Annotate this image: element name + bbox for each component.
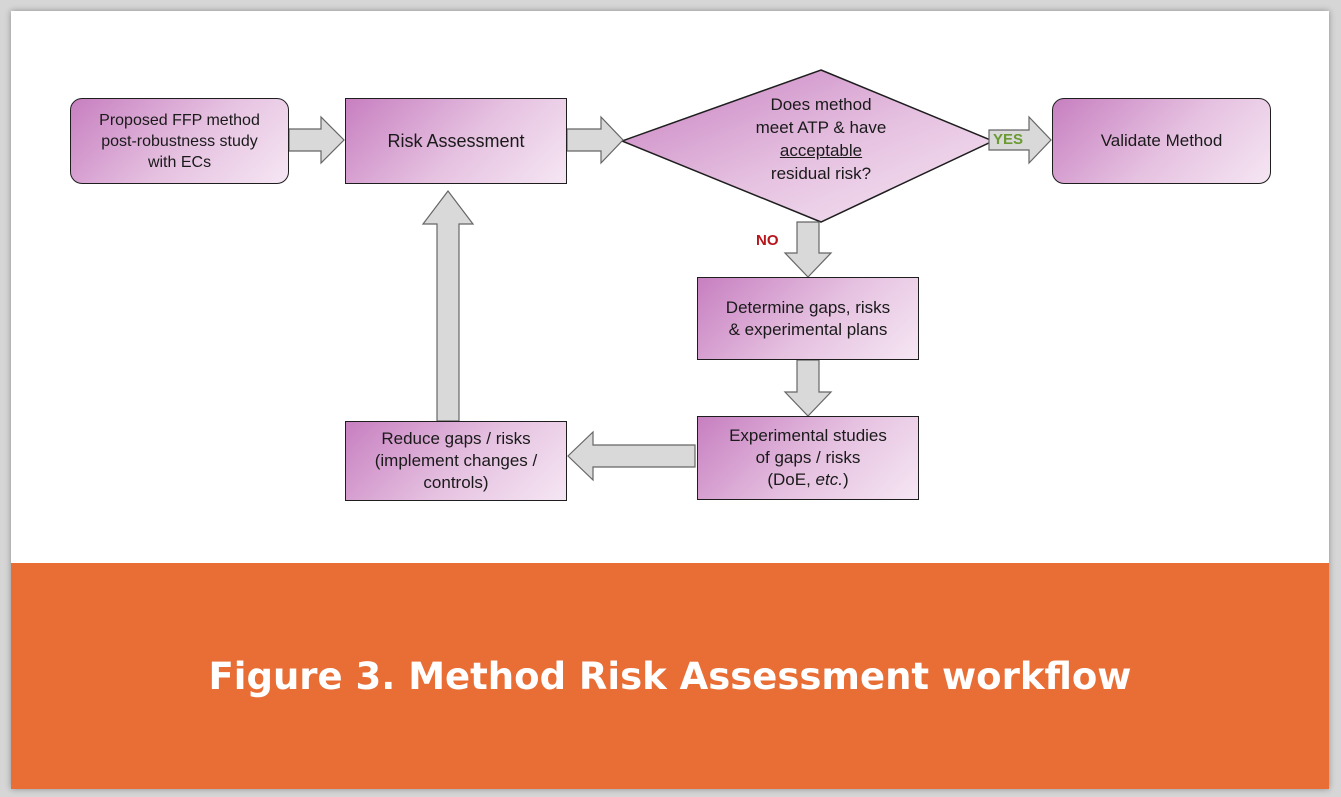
- node-validate-label: Validate Method: [1100, 131, 1223, 150]
- decision-line-1: Does method: [770, 95, 872, 114]
- node-validate-method: Validate Method: [1052, 98, 1271, 184]
- node-reduce-line-2: (implement changes /: [374, 451, 538, 470]
- node-reduce-line-1: Reduce gaps / risks: [381, 429, 531, 448]
- node-reduce-gaps: Reduce gaps / risks (implement changes /…: [345, 421, 567, 501]
- node-risk-assessment-label: Risk Assessment: [387, 131, 525, 151]
- figure-caption: Figure 3. Method Risk Assessment workflo…: [11, 563, 1329, 789]
- node-determine-line-1: Determine gaps, risks: [725, 297, 891, 317]
- arrow-reduce-to-risk: [421, 190, 475, 422]
- node-experimental-line-3-italic: etc.: [815, 470, 843, 489]
- yes-label: YES: [993, 131, 1024, 148]
- arrow-proposed-to-risk: [288, 115, 345, 165]
- decision-question: Does method meet ATP & have acceptable r…: [701, 93, 941, 185]
- node-determine-gaps: Determine gaps, risks & experimental pla…: [697, 277, 919, 360]
- arrow-decision-to-determine: [783, 221, 833, 278]
- diagram-graphics: [288, 69, 1052, 482]
- no-label: NO: [756, 232, 779, 249]
- node-proposed-line-3: with ECs: [147, 153, 212, 171]
- node-proposed-method: Proposed FFP method post-robustness stud…: [70, 98, 289, 184]
- workflow-diagram: Proposed FFP method post-robustness stud…: [11, 11, 1329, 563]
- decision-diamond: [619, 69, 995, 223]
- arrow-determine-to-experimental: [783, 359, 833, 417]
- decision-line-3: acceptable: [779, 141, 863, 160]
- node-experimental-line-3-prefix: (DoE,: [767, 470, 816, 489]
- node-risk-assessment: Risk Assessment: [345, 98, 567, 184]
- arrow-decision-to-validate: [988, 115, 1052, 165]
- node-experimental-line-3-suffix: ): [842, 470, 849, 489]
- node-proposed-line-1: Proposed FFP method: [99, 111, 260, 129]
- decision-line-2: meet ATP & have: [755, 118, 887, 137]
- figure-frame: Proposed FFP method post-robustness stud…: [11, 11, 1329, 789]
- node-experimental-studies: Experimental studies of gaps / risks (Do…: [697, 416, 919, 500]
- decision-line-4: residual risk?: [770, 164, 872, 183]
- figure-caption-text: Figure 3. Method Risk Assessment workflo…: [208, 654, 1132, 698]
- node-experimental-line-2: of gaps / risks: [755, 448, 861, 467]
- node-determine-line-2: & experimental plans: [728, 319, 888, 339]
- node-experimental-line-1: Experimental studies: [729, 426, 887, 445]
- node-proposed-line-2: post-robustness study: [101, 132, 258, 150]
- node-experimental-line-3: (DoE, etc.): [729, 469, 887, 491]
- node-reduce-line-3: controls): [423, 473, 489, 492]
- arrow-risk-to-decision: [566, 115, 624, 165]
- arrow-experimental-to-reduce: [567, 430, 696, 482]
